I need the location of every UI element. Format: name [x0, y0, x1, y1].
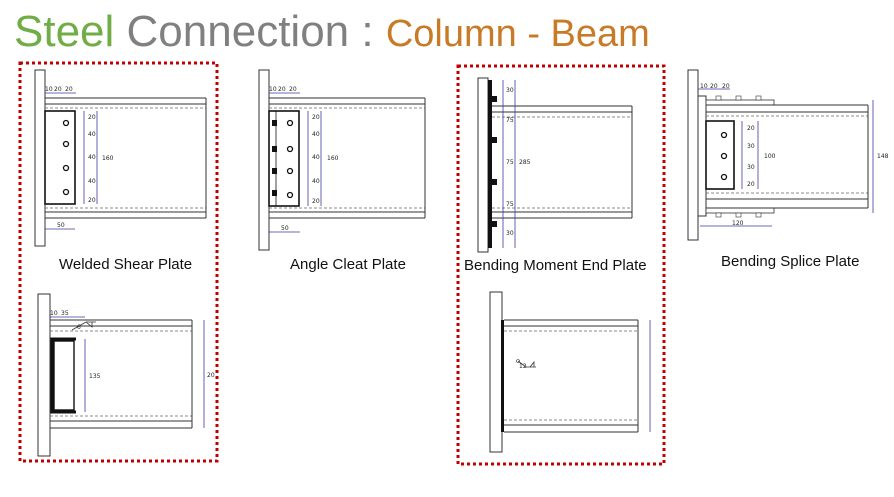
dim-side-4: 40: [88, 178, 96, 185]
dim-total: 160: [327, 155, 339, 162]
dim-bottom: 50: [57, 222, 65, 229]
dim-bottom: 50: [281, 225, 289, 232]
channel-section: [50, 337, 76, 414]
welded-shear-plate-diagram: 10 20 20 20 40 40 40 20 160 50: [34, 69, 207, 247]
bolt-group: [272, 119, 294, 199]
weld-line: [501, 320, 504, 432]
dim-side-4: 20: [747, 181, 755, 188]
dim-side-5: 20: [312, 198, 320, 205]
bolt-group: [720, 131, 728, 181]
dim-side-5: 20: [88, 197, 96, 204]
highlight-box-left: [18, 61, 219, 463]
column-flange: [477, 77, 489, 253]
dim-total: 160: [102, 155, 114, 162]
end-plate: [488, 80, 492, 248]
dim-top-1: 10: [700, 83, 708, 90]
column-flange: [34, 69, 46, 247]
dim-side-4: 75: [506, 201, 514, 208]
bolt-group: [62, 119, 70, 196]
dim-total: 20: [207, 372, 215, 379]
dim-side-1: 30: [506, 87, 514, 94]
dim-top-1: 10: [269, 86, 277, 93]
bending-splice-plate-diagram: 10 20 20 20 30 30 20 100 148 120: [687, 69, 889, 241]
dim-top-1: 10: [50, 310, 58, 317]
dim-top-2: 20: [54, 86, 62, 93]
bending-moment-end-plate-diagram: 30 75 75 75 30 285: [477, 77, 633, 253]
dim-side-1: 20: [88, 114, 96, 121]
page-title: Steel Connection : Column - Beam: [14, 6, 650, 60]
dim-bottom: 120: [732, 220, 744, 227]
web-splice-plate: [705, 120, 735, 190]
dim-side-3: 30: [747, 164, 755, 171]
dim-side-2: 75: [506, 117, 514, 124]
title-connection: Connection: [126, 7, 350, 56]
weld-size: 12: [519, 363, 527, 370]
column-flange: [258, 69, 270, 251]
dim-total: 100: [764, 153, 776, 160]
dim-side-3: 40: [88, 154, 96, 161]
label-bending-splice-plate: Bending Splice Plate: [721, 253, 860, 270]
title-subtitle: Column - Beam: [385, 13, 650, 55]
label-angle-cleat-plate: Angle Cleat Plate: [290, 256, 406, 273]
dim-side-5: 30: [506, 230, 514, 237]
column-flange: [687, 69, 699, 241]
end-plate: [697, 95, 707, 217]
dim-total: 285: [519, 159, 531, 166]
dim-top-3: 20: [722, 83, 730, 90]
shear-plate: [44, 110, 76, 205]
dim-top-3: 20: [65, 86, 73, 93]
highlight-box-center: [456, 64, 666, 466]
dim-side-1: 20: [747, 125, 755, 132]
label-bending-moment-end-plate: Bending Moment End Plate: [464, 257, 647, 274]
column-flange: [489, 291, 503, 453]
dim-top-2: 20: [710, 83, 718, 90]
angle-cleat-plate-diagram: 10 20 20 20 40 40 40 20 160 50: [258, 69, 426, 251]
label-welded-shear-plate: Welded Shear Plate: [59, 256, 193, 273]
column-flange: [37, 293, 51, 457]
dim-top-2: 35: [61, 310, 69, 317]
dim-side-3: 40: [312, 154, 320, 161]
dim-side-1: 20: [312, 114, 320, 121]
dim-overall: 148: [877, 153, 889, 160]
dim-side-4: 40: [312, 178, 320, 185]
dim-side-2: 40: [88, 131, 96, 138]
title-separator: :: [361, 7, 374, 56]
weld-size: 6: [77, 324, 81, 331]
dim-side-2: 30: [747, 143, 755, 150]
dim-top-3: 20: [289, 86, 297, 93]
welded-end-diagram: 12: [489, 291, 651, 453]
dim-top-2: 20: [278, 86, 286, 93]
welded-channel-diagram: 10 35 6 135 20: [37, 293, 215, 457]
top-splice-plate: [705, 99, 775, 106]
dim-side: 135: [89, 373, 101, 380]
bottom-splice-plate: [705, 207, 775, 214]
dim-side-2: 40: [312, 131, 320, 138]
title-steel: Steel: [14, 7, 115, 56]
bolt-group: [492, 96, 497, 227]
dim-top-1: 10: [45, 86, 53, 93]
dim-side-3: 75: [506, 159, 514, 166]
